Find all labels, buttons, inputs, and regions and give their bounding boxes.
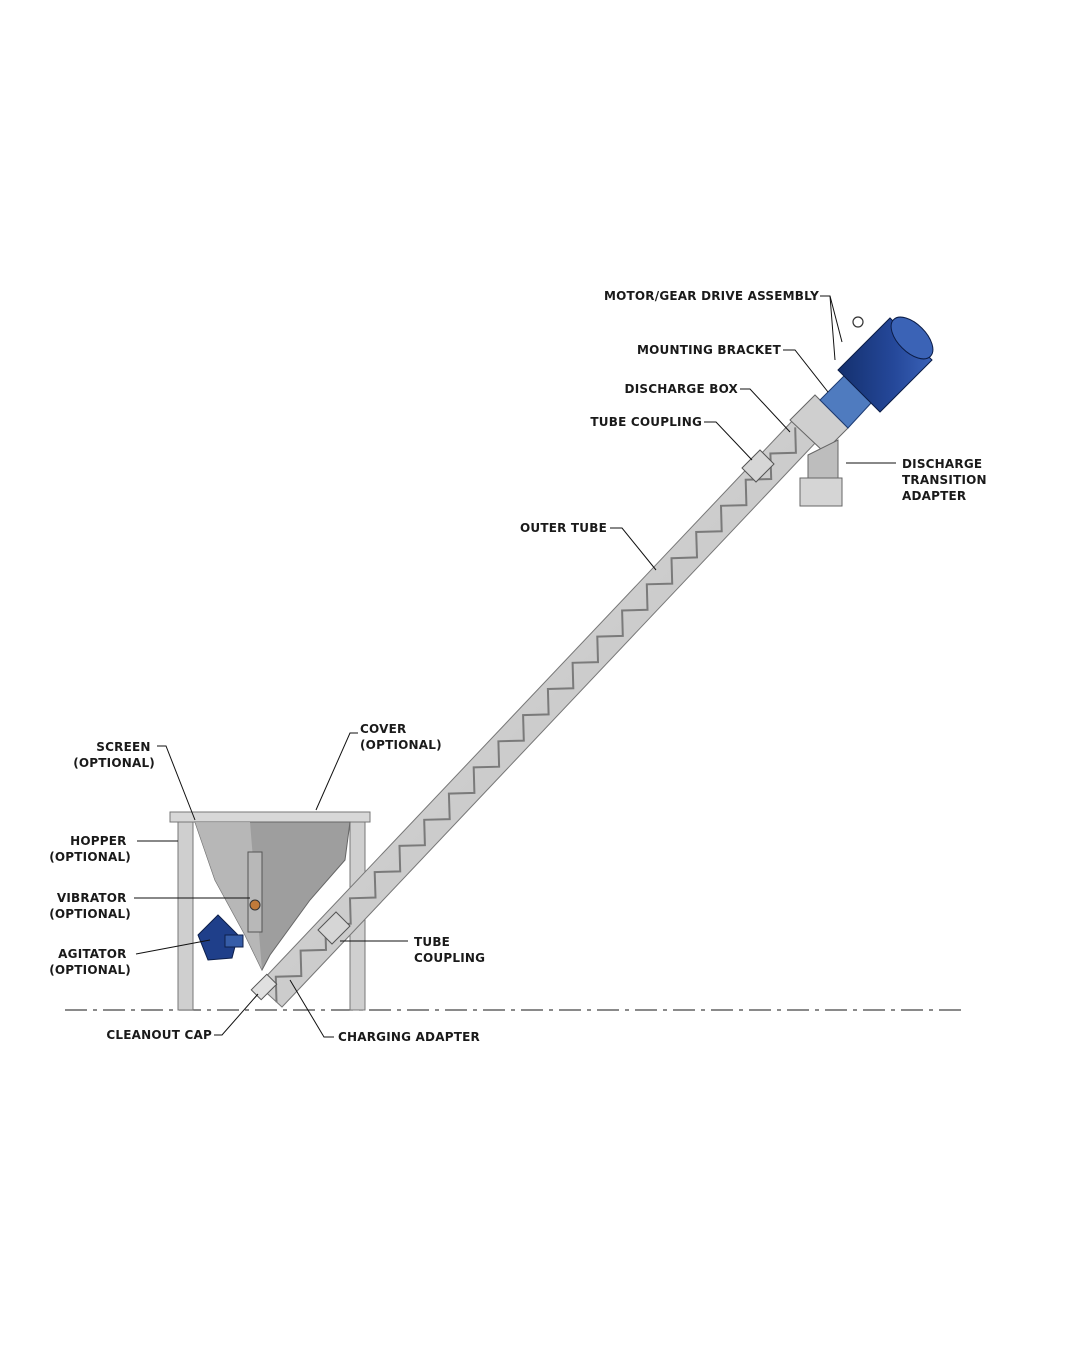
label-tube-coupling-lower-line-2: COUPLING [414, 951, 485, 965]
label-cover-line-1: COVER [360, 722, 406, 736]
label-screen: SCREEN (OPTIONAL) [73, 740, 155, 770]
leader-lines [134, 295, 896, 1038]
agitator-unit [197, 914, 244, 961]
label-hopper: HOPPER (OPTIONAL) [49, 834, 131, 864]
label-screen-line-1: SCREEN [96, 740, 150, 754]
label-hopper-line-2: (OPTIONAL) [49, 850, 131, 864]
label-discharge-line-2: TRANSITION [902, 473, 987, 487]
label-tube-coupling-lower: TUBE COUPLING [414, 935, 485, 965]
label-agitator: AGITATOR (OPTIONAL) [49, 947, 131, 977]
hopper-cone-shade [195, 822, 262, 970]
label-agitator-line-1: AGITATOR [58, 947, 126, 961]
label-outer-tube: OUTER TUBE [520, 521, 607, 535]
label-vibrator-line-2: (OPTIONAL) [49, 907, 131, 921]
vibrator-unit [247, 851, 263, 933]
label-vibrator-line-1: VIBRATOR [57, 891, 127, 905]
label-tube-coupling-lower-line-1: TUBE [414, 935, 450, 949]
label-discharge-line-1: DISCHARGE [902, 457, 982, 471]
motor-gear-drive [837, 316, 934, 413]
label-mounting-bracket: MOUNTING BRACKET [637, 343, 782, 357]
label-hopper-line-1: HOPPER [70, 834, 126, 848]
label-screen-line-2: (OPTIONAL) [73, 756, 155, 770]
label-motor-gear-drive-assembly: MOTOR/GEAR DRIVE ASSEMBLY [604, 289, 819, 303]
label-agitator-line-2: (OPTIONAL) [49, 963, 131, 977]
label-cover: COVER (OPTIONAL) [360, 722, 442, 752]
label-cleanout-cap: CLEANOUT CAP [106, 1028, 212, 1042]
label-charging-adapter: CHARGING ADAPTER [338, 1030, 480, 1044]
tube-coupling-lower-part [317, 911, 351, 945]
discharge-transition-adapter-part [799, 439, 843, 507]
label-tube-coupling-upper: TUBE COUPLING [590, 415, 702, 429]
tube-coupling-upper-part [741, 449, 775, 483]
label-discharge-box: DISCHARGE BOX [625, 382, 739, 396]
label-cover-line-2: (OPTIONAL) [360, 738, 442, 752]
screw-flights [274, 427, 797, 1003]
label-discharge-line-3: ADAPTER [902, 489, 966, 503]
label-vibrator: VIBRATOR (OPTIONAL) [49, 891, 131, 921]
cleanout-cap-part [250, 973, 278, 1001]
label-discharge-transition-adapter: DISCHARGE TRANSITION ADAPTER [902, 457, 991, 503]
screw-flight-path [274, 427, 797, 1003]
